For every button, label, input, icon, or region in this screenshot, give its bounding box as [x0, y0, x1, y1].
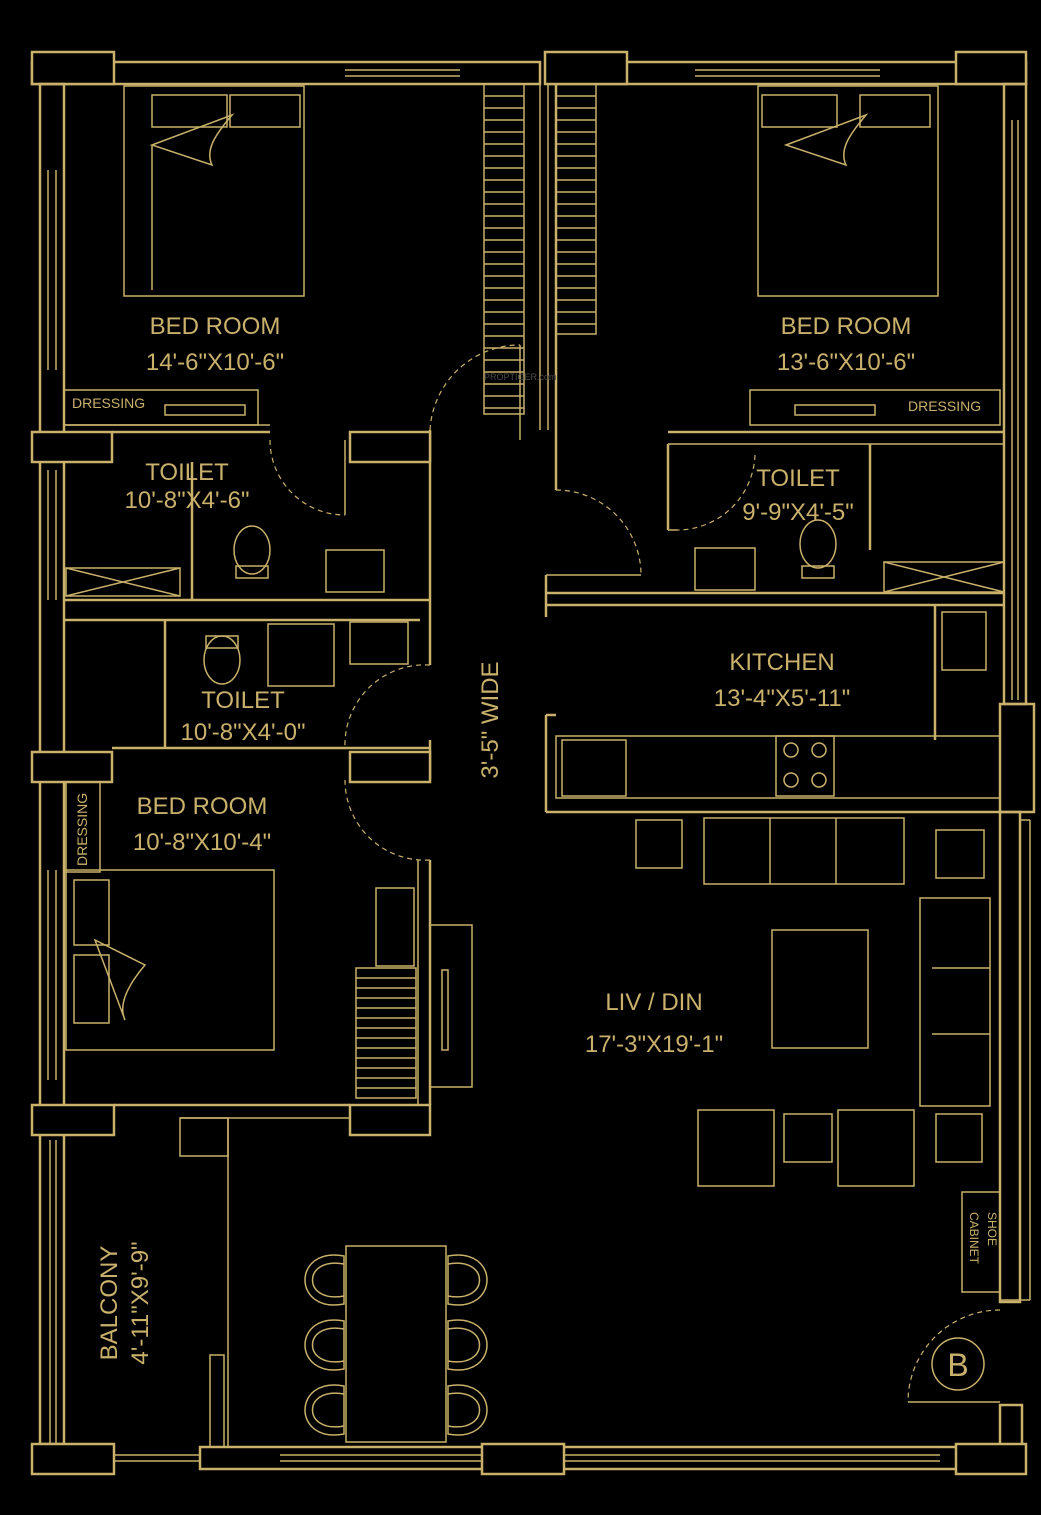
- outer-walls: [30, 50, 1036, 1476]
- balcony-dim: 4'-11"X9'-9": [127, 1241, 154, 1364]
- bed-3: [65, 781, 473, 1099]
- bed3-dim: 10'-8"X10'-4": [133, 829, 271, 856]
- dining-chair: [447, 1254, 488, 1306]
- unit-marker-circle: [931, 1337, 985, 1391]
- bed1-dim: 14'-6"X10'-6": [146, 349, 284, 376]
- dressing-label-1: DRESSING: [72, 395, 145, 411]
- toilet3-dim: 10'-8"X4'-0": [181, 719, 306, 746]
- bed-1: [63, 85, 305, 426]
- kitchen-fixtures: [555, 611, 1001, 799]
- kitchen-name: KITCHEN: [729, 649, 834, 676]
- cabinet-label: CABINET: [967, 1212, 981, 1265]
- passage-label: 3'-5" WIDE: [477, 661, 504, 778]
- bed2-name: BED ROOM: [781, 313, 912, 340]
- bed1-name: BED ROOM: [150, 313, 281, 340]
- unit-marker: B: [947, 1347, 968, 1383]
- doors: [269, 344, 1001, 1403]
- shoe-label: SHOE: [985, 1212, 999, 1246]
- stair-shaft: [483, 83, 597, 430]
- toilet3-name: TOILET: [201, 687, 285, 714]
- toilet2-name: TOILET: [756, 465, 840, 492]
- livdin-name: LIV / DIN: [605, 989, 702, 1016]
- toilet1-name: TOILET: [145, 459, 229, 486]
- dressing-label-3: DRESSING: [74, 793, 90, 866]
- room-labels: BED ROOM 14'-6"X10'-6" BED ROOM 13'-6"X1…: [72, 313, 999, 1365]
- dining-chair: [304, 1319, 345, 1371]
- dressing-label-2: DRESSING: [908, 398, 981, 414]
- bed2-dim: 13'-6"X10'-6": [777, 349, 915, 376]
- livdin-dim: 17'-3"X19'-1": [585, 1031, 723, 1058]
- bed3-name: BED ROOM: [137, 793, 268, 820]
- dining-chair: [304, 1254, 345, 1306]
- living-furniture: [209, 817, 1001, 1448]
- dining-chair: [447, 1384, 488, 1436]
- wall-right-upper: [1002, 82, 1028, 706]
- toilet-fixtures: [65, 519, 1005, 687]
- bed-2: [749, 85, 1001, 426]
- dining-chair: [447, 1319, 488, 1371]
- watermark: PROPTIGER.com: [484, 372, 557, 382]
- kitchen-dim: 13'-4"X5'-11": [714, 685, 851, 712]
- interior-walls: [30, 84, 1004, 1447]
- dining-chair: [304, 1384, 345, 1436]
- toilet1-dim: 10'-8"X4'-6": [125, 487, 250, 514]
- balcony-name: BALCONY: [96, 1246, 123, 1361]
- wall-bottom: [198, 1445, 1027, 1471]
- toilet2-dim: 9'-9"X4'-5": [742, 499, 854, 526]
